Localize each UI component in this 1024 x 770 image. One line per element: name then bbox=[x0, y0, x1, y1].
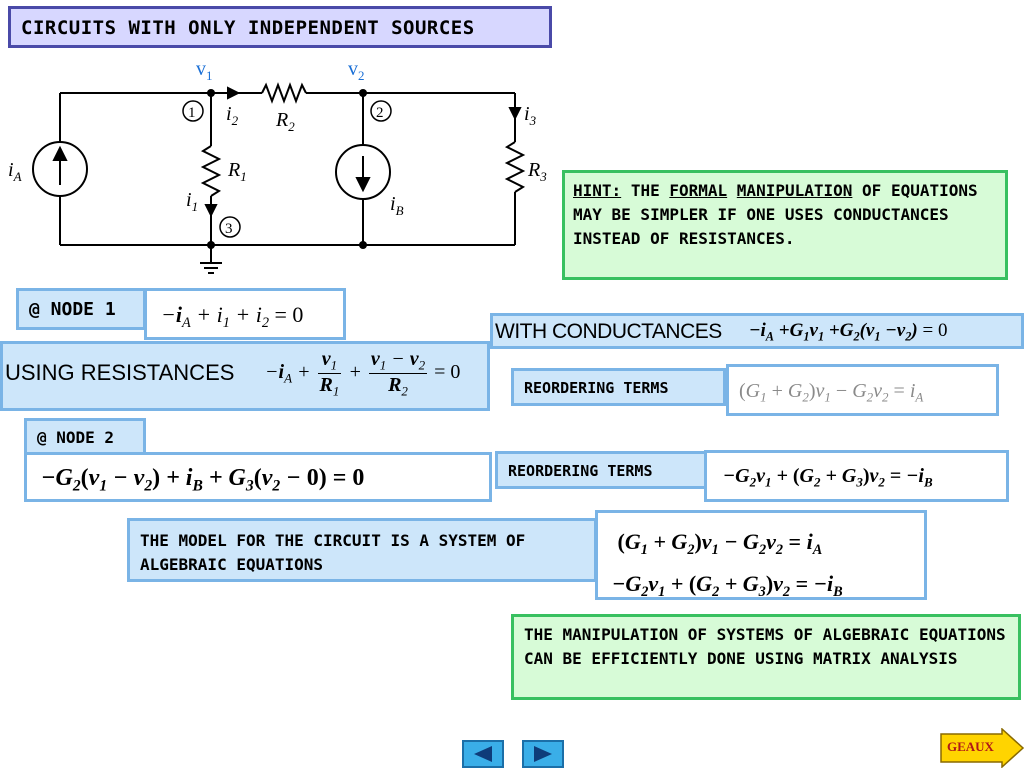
junction-node2 bbox=[359, 89, 367, 97]
junction-node3 bbox=[207, 241, 215, 249]
ib-arrow-head bbox=[355, 177, 371, 193]
page-title: CIRCUITS WITH ONLY INDEPENDENT SOURCES bbox=[8, 6, 552, 48]
geaux-button[interactable]: GEAUX bbox=[940, 728, 1024, 768]
node-3-marker bbox=[219, 216, 241, 238]
hint-word-the: THE bbox=[630, 181, 660, 200]
i2-label: i2 bbox=[226, 103, 239, 128]
r3-label: R3 bbox=[527, 159, 547, 184]
ib-label: iB bbox=[390, 193, 404, 218]
v2-label: v2 bbox=[348, 58, 365, 83]
junction-node1 bbox=[207, 89, 215, 97]
v1-label: v1 bbox=[196, 58, 213, 83]
resistor-r1 bbox=[200, 145, 222, 197]
with-conductances-label: WITH CONDUCTANCES bbox=[495, 320, 722, 343]
reordered-node1-equation: (G1 + G2)v1 − G2v2 = iA bbox=[726, 364, 999, 416]
node-3-label: 3 bbox=[225, 221, 233, 237]
i2-arrow-head bbox=[227, 86, 241, 100]
hint-word-manipulation: MANIPULATION bbox=[736, 181, 853, 200]
ia-label: iA bbox=[8, 159, 22, 184]
resistor-r3 bbox=[504, 141, 526, 193]
triangle-right-icon bbox=[534, 746, 552, 762]
node2-label: @ NODE 2 bbox=[24, 418, 146, 456]
r2-label: R2 bbox=[275, 109, 295, 134]
hint-word-hint: HINT: bbox=[573, 181, 622, 200]
circuit-diagram: v1 v2 1 2 3 i2 R2 R1 i1 iA iB i3 R3 bbox=[8, 58, 547, 274]
ia-arrow-head bbox=[52, 145, 68, 161]
node-2-marker bbox=[370, 100, 392, 122]
geaux-label: GEAUX bbox=[947, 739, 994, 754]
i1-arrow-head bbox=[204, 204, 218, 218]
model-text-box: THE MODEL FOR THE CIRCUIT IS A SYSTEM OF… bbox=[127, 518, 597, 582]
hint-rest: EQUATIONS MAY BE SIMPLER IF ONE USES CON… bbox=[573, 181, 978, 248]
geaux-arrow-icon bbox=[940, 728, 1024, 768]
hint-box: HINT: THE FORMAL MANIPULATION OF EQUATIO… bbox=[562, 170, 1008, 280]
i3-label: i3 bbox=[524, 103, 537, 128]
system-equation-1: (G1 + G2)v1 − G2v2 = iA bbox=[617, 529, 823, 558]
with-conductances-box: WITH CONDUCTANCES −iA +G1v1 +G2(v1 −v2) … bbox=[490, 313, 1024, 349]
using-resistances-label: USING RESISTANCES bbox=[5, 360, 235, 385]
node-1-label: 1 bbox=[188, 105, 196, 121]
i1-label: i1 bbox=[186, 189, 198, 214]
reordered-node2-equation: −G2v1 + (G2 + G3)v2 = −iB bbox=[704, 450, 1009, 502]
current-source-ia bbox=[32, 141, 88, 197]
node-2-label: 2 bbox=[376, 105, 384, 121]
triangle-left-icon bbox=[474, 746, 492, 762]
next-button[interactable] bbox=[522, 740, 564, 768]
node1-kcl-equation: −iA + i1 + i2 = 0 bbox=[144, 288, 346, 340]
node1-label: @ NODE 1 bbox=[16, 288, 146, 330]
hint-word-of: OF bbox=[862, 181, 882, 200]
matrix-analysis-box: THE MANIPULATION OF SYSTEMS OF ALGEBRAIC… bbox=[511, 614, 1021, 700]
system-equation-2: −G2v1 + (G2 + G3)v2 = −iB bbox=[612, 571, 843, 600]
junction-bottom bbox=[359, 241, 367, 249]
conductance-equation: −iA +G1v1 +G2(v1 −v2) = 0 bbox=[749, 320, 948, 344]
prev-button[interactable] bbox=[462, 740, 504, 768]
resistor-r2 bbox=[261, 82, 307, 104]
node-1-marker bbox=[182, 100, 204, 122]
i3-arrow-head bbox=[508, 107, 522, 121]
hint-word-formal: FORMAL bbox=[669, 181, 728, 200]
system-of-equations: (G1 + G2)v1 − G2v2 = iA −G2v1 + (G2 + G3… bbox=[595, 510, 927, 600]
reordering-terms-label-1: REORDERING TERMS bbox=[511, 368, 726, 406]
r1-label: R1 bbox=[227, 159, 247, 184]
node2-kcl-equation: −G2(v1 − v2) + iB + G3(v2 − 0) = 0 bbox=[24, 452, 492, 502]
reordering-terms-label-2: REORDERING TERMS bbox=[495, 451, 708, 489]
